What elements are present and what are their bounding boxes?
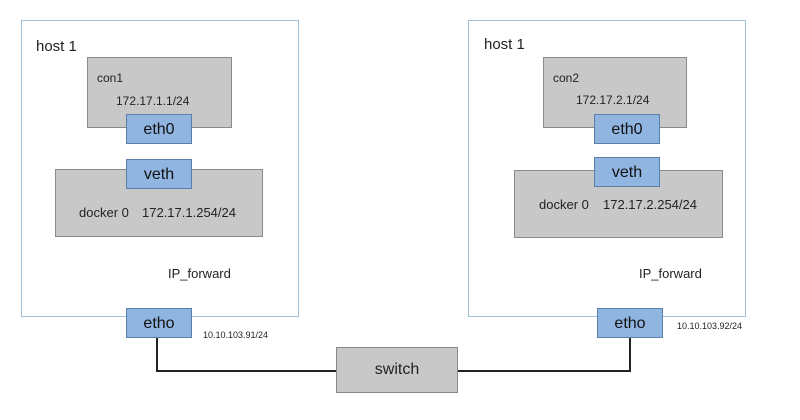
bridge-left-ip: 172.17.1.254/24 — [142, 205, 236, 220]
host-right-label: host 1 — [484, 36, 525, 53]
interface-etho-left: etho — [126, 308, 192, 338]
wire-right-to-switch — [456, 338, 631, 372]
container-con1-name: con1 — [97, 71, 124, 85]
interface-veth-right: veth — [594, 157, 660, 187]
interface-veth-left: veth — [126, 159, 192, 189]
etho-left-ip: 10.10.103.91/24 — [203, 330, 269, 340]
wire-left-to-switch — [156, 338, 337, 372]
container-con1-ip: 172.17.1.1/24 — [116, 94, 190, 108]
container-con2-ip: 172.17.2.1/24 — [576, 93, 650, 107]
container-con2-name: con2 — [553, 71, 580, 85]
etho-right-ip: 10.10.103.92/24 — [677, 321, 743, 331]
ip-forward-left-label: IP_forward — [168, 266, 231, 281]
interface-eth0-left: eth0 — [126, 114, 192, 144]
host-left-label: host 1 — [36, 38, 77, 55]
interface-eth0-right: eth0 — [594, 114, 660, 144]
bridge-left-name: docker 0 — [79, 205, 129, 220]
network-switch: switch — [336, 347, 458, 393]
interface-etho-right: etho — [597, 308, 663, 338]
bridge-right-ip: 172.17.2.254/24 — [603, 197, 697, 212]
bridge-right-name: docker 0 — [539, 197, 589, 212]
ip-forward-right-label: IP_forward — [639, 266, 702, 281]
